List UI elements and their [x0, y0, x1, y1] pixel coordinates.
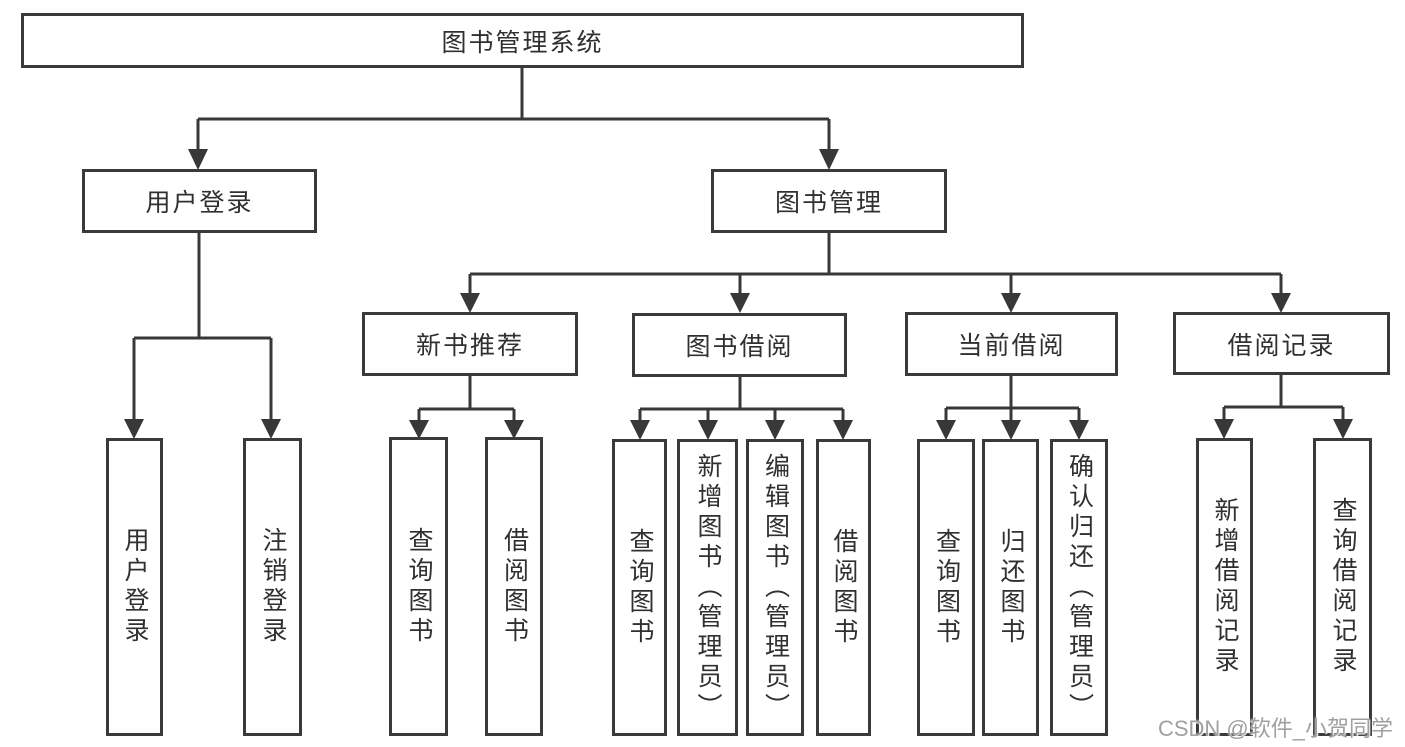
- node-label: 查询图书: [626, 527, 654, 648]
- leaf-borrow-books: 借阅图书: [816, 439, 871, 736]
- node-label: 图书管理系统: [441, 28, 604, 57]
- leaf-borrow-books-recommend: 借阅图书: [485, 437, 543, 736]
- leaf-query-borrow-record: 查询借阅记录: [1313, 438, 1372, 736]
- node-label: 查询图书: [405, 526, 433, 647]
- node-label: 查询借阅记录: [1329, 497, 1357, 677]
- leaf-logout: 注销登录: [243, 438, 302, 736]
- node-label: 新书推荐: [415, 332, 524, 360]
- leaf-edit-books-admin: 编辑图书（管理员）: [746, 439, 804, 736]
- node-label: 用户登录: [145, 189, 254, 217]
- node-label: 借阅记录: [1227, 331, 1336, 360]
- node-label: 确认归还（管理员）: [1065, 452, 1094, 723]
- leaf-user-login: 用户登录: [106, 438, 163, 736]
- node-library-management-system: 图书管理系统: [21, 13, 1024, 68]
- leaf-confirm-return-admin: 确认归还（管理员）: [1050, 439, 1108, 736]
- node-book-borrowing: 图书借阅: [632, 313, 847, 377]
- node-new-book-recommend: 新书推荐: [362, 312, 578, 376]
- leaf-query-books-borrowing: 查询图书: [612, 439, 667, 736]
- node-current-borrowing: 当前借阅: [905, 312, 1118, 376]
- leaf-add-borrow-record: 新增借阅记录: [1196, 438, 1253, 736]
- node-label: 借阅图书: [500, 526, 529, 647]
- node-borrowing-records: 借阅记录: [1173, 312, 1390, 375]
- node-book-management: 图书管理: [711, 169, 947, 233]
- leaf-query-books-current: 查询图书: [917, 439, 975, 736]
- node-label: 图书借阅: [685, 333, 794, 361]
- node-label: 用户登录: [121, 527, 149, 647]
- node-label: 编辑图书（管理员）: [761, 452, 790, 723]
- leaf-add-books-admin: 新增图书（管理员）: [677, 439, 738, 736]
- node-label: 注销登录: [259, 527, 287, 647]
- node-label: 图书管理: [774, 189, 883, 217]
- leaf-return-books: 归还图书: [982, 439, 1039, 736]
- node-user-login: 用户登录: [82, 169, 317, 233]
- node-label: 新增图书（管理员）: [694, 452, 722, 723]
- csdn-watermark: CSDN @软件_小贺同学: [1157, 716, 1393, 741]
- node-label: 借阅图书: [830, 527, 858, 648]
- node-label: 查询图书: [932, 527, 961, 648]
- node-label: 新增借阅记录: [1211, 497, 1239, 677]
- leaf-query-books-recommend: 查询图书: [389, 437, 448, 736]
- node-label: 当前借阅: [957, 332, 1066, 360]
- node-label: 归还图书: [997, 527, 1025, 648]
